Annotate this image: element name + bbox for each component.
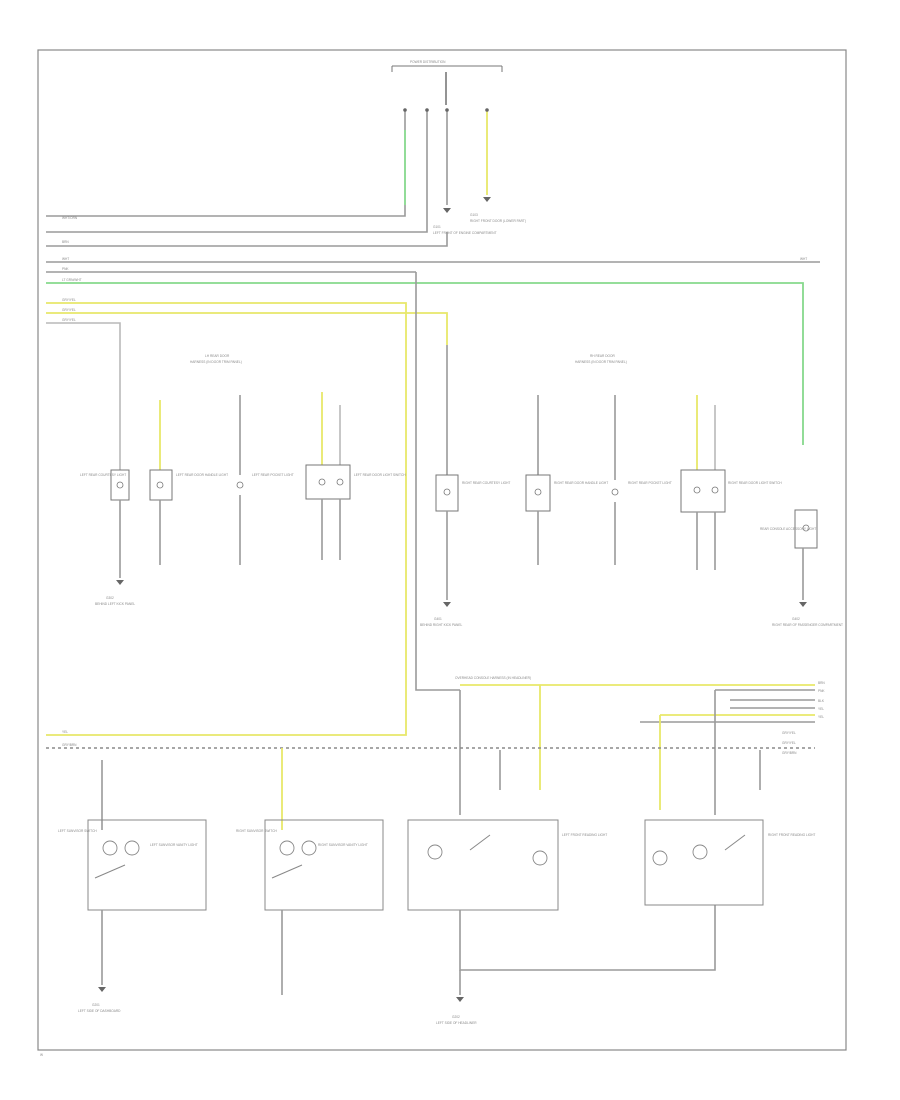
right-ground-desc-2: RIGHT REAR OF PASSENGER COMPARTMENT (772, 623, 843, 627)
lower-bus-label: BLK (818, 699, 825, 703)
roof-harness-label: OVERHEAD CONSOLE HARNESS (IN HEADLINER) (455, 676, 531, 680)
component-label: RIGHT SUNVISOR VANITY LIGHT (318, 843, 368, 847)
ground-top-label: G103 (470, 213, 478, 217)
right-group-subtitle: HARNESS (IN DOOR TRIM PANEL) (575, 360, 627, 364)
left-front-reading-light (407, 819, 559, 911)
left-sunvisor-vanity-light (87, 819, 207, 911)
bus-label: GRY/YEL (62, 308, 76, 312)
page-marker: W (40, 1053, 43, 1057)
right-rear-door-light-switch (680, 469, 726, 513)
component-label: RIGHT REAR DOOR LIGHT SWITCH (728, 481, 782, 485)
rear-console-accessory-light (794, 509, 818, 549)
right-rear-door-handle-light (525, 474, 551, 512)
left-ground-label: G302 (106, 596, 114, 600)
right-rear-pocket-light (611, 488, 619, 496)
bus-label-right: WHT (800, 257, 807, 261)
bottom-ground-desc: LEFT SIDE OF HEADLINER (436, 1021, 477, 1025)
bus-label: PNK (62, 267, 69, 271)
right-ground-label: G401 (434, 617, 442, 621)
lower-bus-label: GRY/YEL (782, 731, 796, 735)
overhead-harness: OVERHEAD CONSOLE HARNESS (IN HEADLINER) … (455, 676, 825, 815)
ground-icon (443, 602, 451, 607)
ground-icon (443, 208, 451, 213)
bus-label: BRN (62, 240, 69, 244)
ground-icon (98, 987, 106, 992)
diagram-frame (37, 49, 847, 1051)
component-label: RIGHT FRONT READING LIGHT (768, 833, 815, 837)
right-ground-desc: BEHIND RIGHT KICK PANEL (420, 623, 462, 627)
component-label: LEFT SUNVISOR SWITCH (58, 829, 97, 833)
component-label: LEFT REAR DOOR LIGHT SWITCH (354, 473, 406, 477)
right-front-reading-light (644, 819, 764, 906)
lower-bus-label: GRY/BRN (62, 743, 77, 747)
ground-icon (799, 602, 807, 607)
component-label: LEFT REAR DOOR HANDLE LIGHT (176, 473, 228, 477)
bus-wires: WHT/ORN BRN WHT PNK LT GRN/WHT GRY/YEL G… (46, 216, 820, 736)
right-rear-door-group: RH REAR DOOR HARNESS (IN DOOR TRIM PANEL… (420, 345, 843, 627)
right-group-title: RH REAR DOOR (590, 354, 615, 358)
component-label: RIGHT REAR POCKET LIGHT (628, 481, 672, 485)
lower-bus-label: YEL (818, 715, 824, 719)
left-rear-door-handle-light (149, 469, 173, 501)
ground-top-desc: RIGHT FRONT DOOR (LOWER PART) (470, 219, 526, 223)
ground-icon (456, 997, 464, 1002)
right-rear-courtesy-light (435, 474, 459, 512)
component-label: RIGHT REAR DOOR HANDLE LIGHT (554, 481, 608, 485)
top-connector: POWER DISTRIBUTION G101 LEFT FRONT OF EN… (46, 60, 526, 235)
lower-bus-label: YEL (818, 707, 824, 711)
left-rear-door-group: LH REAR DOOR HARNESS (IN DOOR TRIM PANEL… (80, 345, 406, 606)
left-group-subtitle: HARNESS (IN DOOR TRIM PANEL) (190, 360, 242, 364)
bottom-ground-label: G201 (92, 1003, 100, 1007)
left-ground-desc: BEHIND LEFT KICK PANEL (95, 602, 135, 606)
component-label: LEFT REAR COURTESY LIGHT (80, 473, 126, 477)
right-ground-label-2: G402 (792, 617, 800, 621)
left-group-title: LH REAR DOOR (205, 354, 230, 358)
component-label: RIGHT SUNVISOR SWITCH (236, 829, 278, 833)
component-label: LEFT REAR POCKET LIGHT (252, 473, 294, 477)
lower-bus-label: GRY/YEL (782, 741, 796, 745)
bottom-components: LEFT SUNVISOR VANITY LIGHT LEFT SUNVISOR… (58, 819, 815, 1025)
top-connector-title: POWER DISTRIBUTION (410, 60, 446, 64)
bus-label: LT GRN/WHT (62, 278, 82, 282)
component-label: LEFT SUNVISOR VANITY LIGHT (150, 843, 198, 847)
bus-label: WHT/ORN (62, 216, 78, 220)
ground-icon (483, 197, 491, 202)
component-label: REAR CONSOLE ACCESSORY LIGHT (760, 527, 816, 531)
lower-bus: YEL GRY/BRN (46, 730, 815, 830)
bus-label: GRY/YEL (62, 318, 76, 322)
lower-bus-label: BRN (818, 681, 825, 685)
ground-main-desc: LEFT FRONT OF ENGINE COMPARTMENT (433, 231, 497, 235)
bus-label: GRY/YEL (62, 298, 76, 302)
ground-main-label: G101 (433, 225, 441, 229)
lower-bus-label: YEL (62, 730, 68, 734)
right-sunvisor-vanity-light (264, 819, 384, 911)
bottom-ground-desc: LEFT SIDE OF DASHBOARD (78, 1009, 121, 1013)
bus-label: WHT (62, 257, 69, 261)
ground-icon (116, 580, 124, 585)
lower-bus-label: GRY/BRN (782, 751, 797, 755)
lower-bus-label: PNK (818, 689, 825, 693)
component-label: LEFT FRONT READING LIGHT (562, 833, 607, 837)
left-rear-pocket-light (236, 481, 244, 489)
bottom-ground-label: G202 (452, 1015, 460, 1019)
component-label: RIGHT REAR COURTESY LIGHT (462, 481, 510, 485)
